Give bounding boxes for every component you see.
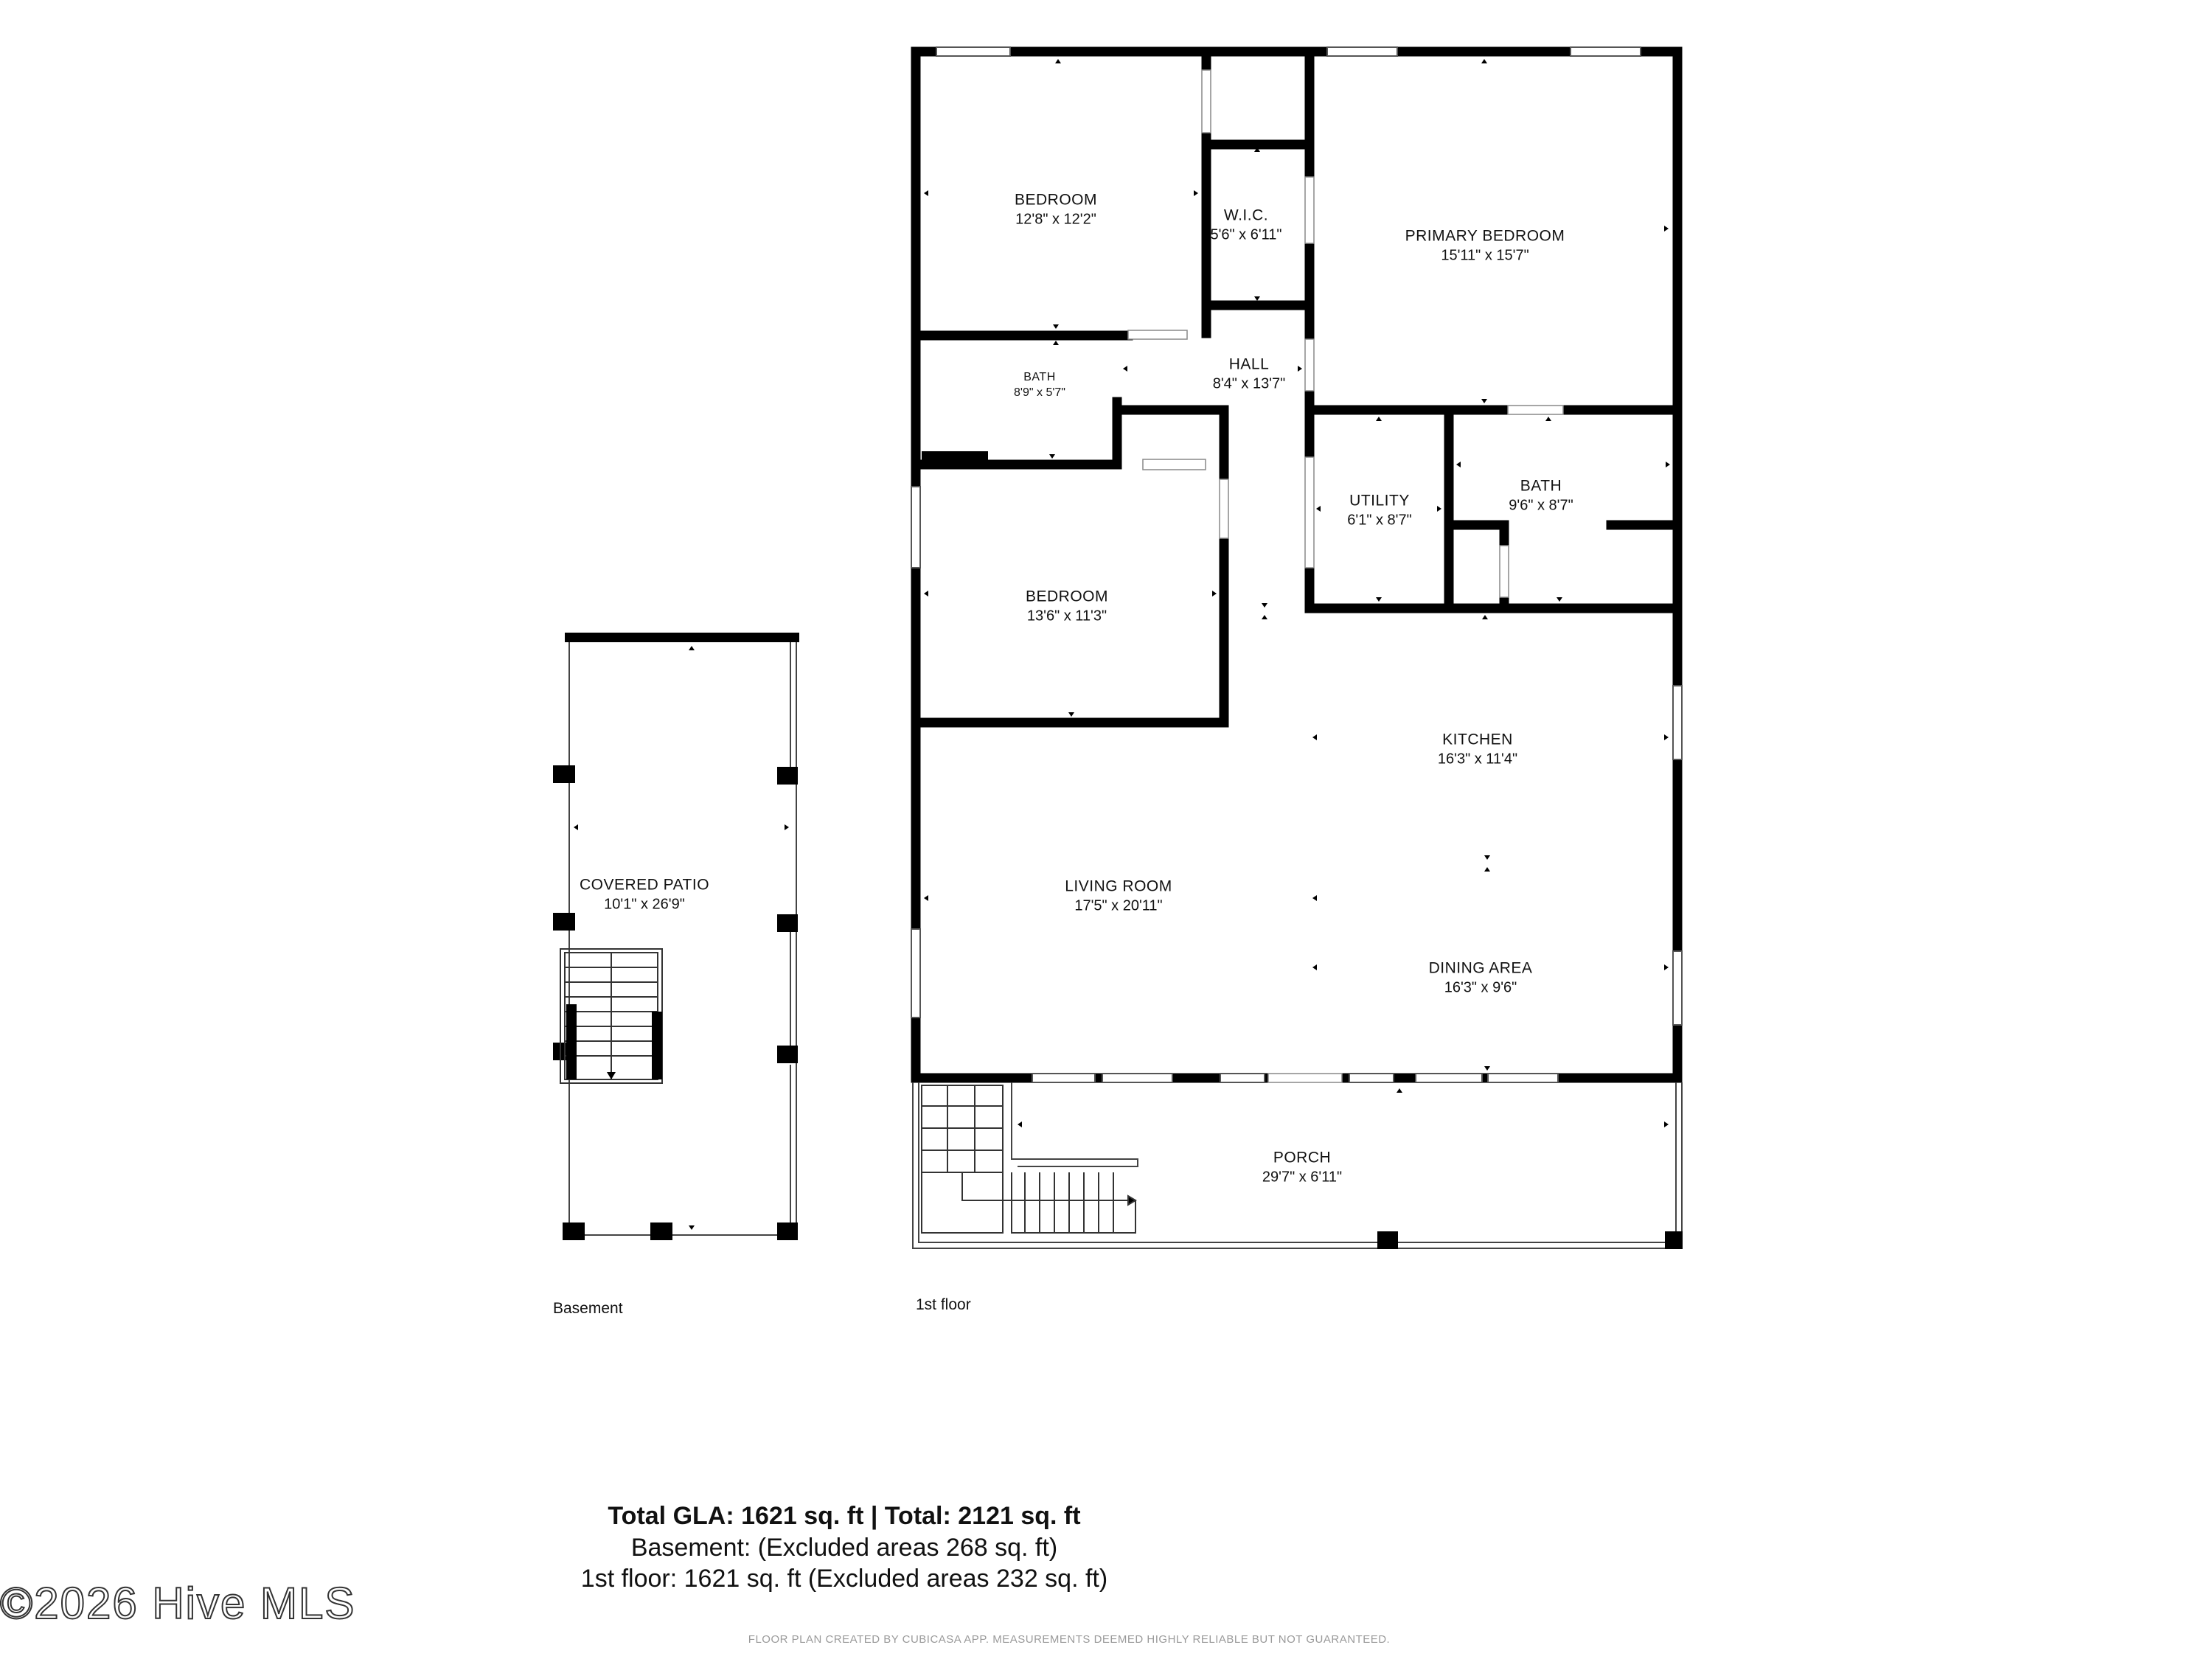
room-dimensions: 5'6" x 6'11" — [1210, 226, 1282, 243]
room-name: PRIMARY BEDROOM — [1405, 227, 1565, 245]
windows — [911, 46, 1683, 1083]
basement-area-line: Basement: (Excluded areas 268 sq. ft) — [630, 1533, 1058, 1562]
copyright-watermark: ©2026 Hive MLS — [0, 1578, 356, 1629]
room-name: BATH — [1023, 371, 1056, 384]
basement-stairs — [560, 948, 663, 1084]
dimension-markers — [924, 59, 1670, 1127]
room-label-covered-patio: COVERED PATIO 10'1" x 26'9" — [580, 874, 709, 914]
porch-outline — [912, 1082, 1683, 1249]
room-name: DINING AREA — [1428, 959, 1533, 977]
room-dimensions: 9'6" x 8'7" — [1509, 497, 1573, 514]
room-label-hall: HALL 8'4" x 13'7" — [1213, 354, 1286, 393]
room-name: HALL — [1228, 355, 1270, 373]
room-name: BEDROOM — [1014, 191, 1098, 209]
room-name: LIVING ROOM — [1065, 877, 1172, 895]
porch-posts — [1377, 1231, 1683, 1249]
basement-outline — [565, 633, 799, 1236]
door-openings — [1127, 69, 1564, 1083]
room-dimensions: 12'8" x 12'2" — [1015, 211, 1096, 228]
room-name: W.I.C. — [1223, 206, 1269, 224]
basement-posts — [553, 765, 798, 1240]
room-dimensions: 13'6" x 11'3" — [1026, 608, 1107, 625]
room-dimensions: 6'1" x 8'7" — [1347, 512, 1412, 529]
room-name: KITCHEN — [1442, 731, 1513, 748]
room-label-kitchen: KITCHEN 16'3" x 11'4" — [1438, 729, 1517, 768]
basement-markers — [574, 646, 789, 1230]
first-floor-walls — [911, 46, 1683, 1083]
room-label-living-room: LIVING ROOM 17'5" x 20'11" — [1065, 876, 1172, 915]
room-label-utility: UTILITY 6'1" x 8'7" — [1347, 490, 1411, 529]
first-floor-area-line: 1st floor: 1621 sq. ft (Excluded areas 2… — [580, 1565, 1108, 1593]
room-name: COVERED PATIO — [579, 876, 710, 894]
room-label-bedroom-1: BEDROOM 12'8" x 12'2" — [1015, 189, 1097, 229]
room-dimensions: 17'5" x 20'11" — [1074, 897, 1163, 914]
disclaimer-text: FLOOR PLAN CREATED BY CUBICASA APP. MEAS… — [748, 1633, 1391, 1646]
room-label-bath-1: BATH 8'9" x 5'7" — [1014, 370, 1065, 401]
closet-block — [922, 451, 988, 466]
room-label-primary-bedroom: PRIMARY BEDROOM 15'11" x 15'7" — [1405, 226, 1565, 265]
room-dimensions: 8'9" x 5'7" — [1014, 386, 1065, 399]
total-gla-line: Total GLA: 1621 sq. ft | Total: 2121 sq.… — [608, 1502, 1081, 1530]
room-label-dining-area: DINING AREA 16'3" x 9'6" — [1429, 958, 1533, 997]
room-label-bath-2: BATH 9'6" x 8'7" — [1509, 476, 1573, 515]
room-dimensions: 29'7" x 6'11" — [1262, 1169, 1343, 1186]
room-label-wic: W.I.C. 5'6" x 6'11" — [1210, 205, 1281, 244]
room-dimensions: 15'11" x 15'7" — [1441, 247, 1529, 264]
room-label-porch: PORCH 29'7" x 6'11" — [1262, 1147, 1342, 1186]
room-dimensions: 16'3" x 9'6" — [1444, 979, 1517, 996]
room-name: BATH — [1520, 477, 1562, 495]
porch-stairs — [921, 1085, 1137, 1234]
room-name: BEDROOM — [1025, 588, 1109, 605]
room-dimensions: 8'4" x 13'7" — [1212, 375, 1286, 392]
room-name: UTILITY — [1349, 492, 1410, 509]
room-name: PORCH — [1273, 1149, 1332, 1166]
floor-label-first-floor: 1st floor — [916, 1296, 971, 1313]
area-totals: Total GLA: 1621 sq. ft | Total: 2121 sq.… — [581, 1500, 1107, 1595]
floor-label-basement: Basement — [553, 1300, 623, 1317]
room-dimensions: 10'1" x 26'9" — [604, 896, 685, 913]
room-dimensions: 16'3" x 11'4" — [1437, 751, 1518, 768]
room-label-bedroom-2: BEDROOM 13'6" x 11'3" — [1026, 586, 1108, 625]
